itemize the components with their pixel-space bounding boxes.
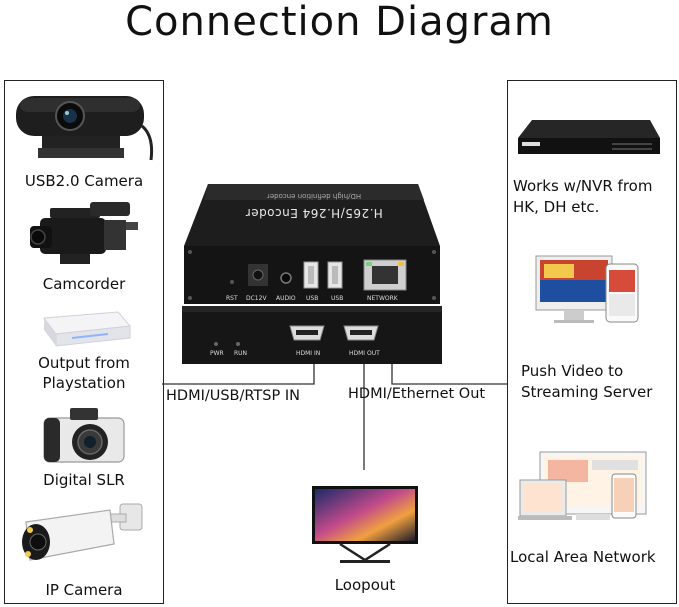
port-label-dc12v: DC12V [246, 295, 267, 302]
encoder-model-label: H.265/H.264 Encoder [245, 206, 383, 220]
device-label-dslr: Digital SLR [43, 471, 125, 489]
page-title: Connection Diagram [125, 0, 554, 45]
output-label-nvr: Works w/NVR from HK, DH etc. [513, 177, 653, 216]
input-connector-line [162, 358, 315, 385]
lan-devices-icon [518, 451, 647, 520]
port-label-run: RUN [234, 350, 248, 357]
device-label-playstation: Output from Playstation [38, 354, 130, 392]
playstation-icon [43, 311, 131, 347]
encoder-sub-label: HD/high definition encoder [266, 192, 362, 200]
output-label-streaming: Push Video to Streaming Server [521, 362, 653, 401]
device-label-ip-camera: IP Camera [45, 581, 123, 599]
output-label-lan: Local Area Network [510, 548, 656, 566]
port-label-hdmi-out: HDMI OUT [349, 350, 380, 357]
port-label-usb-2: USB [331, 295, 344, 302]
webcam-icon [16, 96, 154, 161]
encoder-device [182, 184, 442, 364]
port-label-network: NETWORK [367, 295, 398, 302]
nvr-icon [518, 120, 660, 154]
device-label-camcorder: Camcorder [42, 275, 126, 293]
port-label-audio: AUDIO [276, 295, 296, 302]
loopout-label: Loopout [334, 576, 396, 594]
output-connector-line [391, 358, 507, 385]
port-label-usb-1: USB [306, 295, 319, 302]
output-connection-label: HDMI/Ethernet Out [348, 386, 486, 402]
camcorder-icon [30, 202, 138, 264]
port-label-hdmi-in: HDMI IN [296, 350, 321, 357]
input-connection-label: HDMI/USB/RTSP IN [166, 388, 300, 404]
port-label-pwr: PWR [210, 350, 224, 357]
streaming-icon [535, 255, 639, 323]
monitor-icon [312, 486, 418, 563]
device-label-webcam: USB2.0 Camera [24, 172, 144, 190]
ip-camera-icon [22, 503, 143, 561]
dslr-camera-icon [43, 408, 125, 463]
port-label-rst: RST [226, 295, 238, 302]
